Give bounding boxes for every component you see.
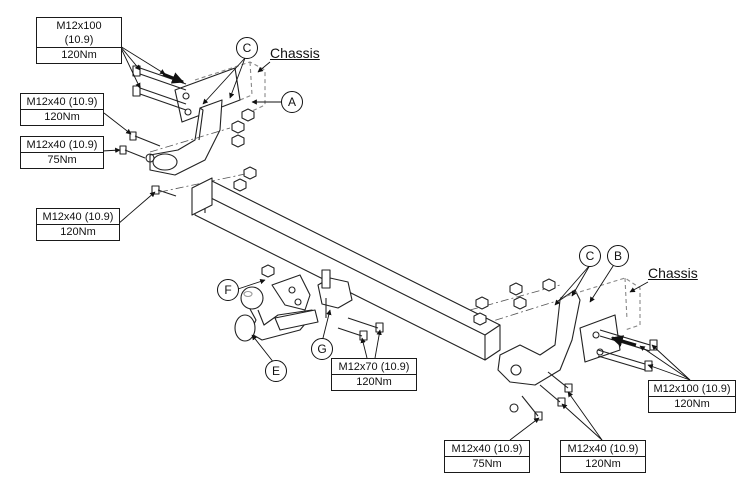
- callout-a: A: [281, 91, 303, 113]
- torque-value: 75Nm: [472, 458, 502, 470]
- callout-g: G: [311, 338, 333, 360]
- tow-ball: [234, 286, 319, 342]
- callout-b: B: [607, 245, 629, 267]
- torque-value: 120Nm: [44, 111, 80, 123]
- spec-box-bottom-middle: M12x40 (10.9) 75Nm: [444, 440, 530, 473]
- left-insert-arrow: [162, 72, 185, 84]
- torque-value: 120Nm: [61, 49, 97, 61]
- torque-value: 75Nm: [47, 154, 77, 166]
- chassis-left-outline: [194, 61, 266, 113]
- right-nuts: [473, 278, 556, 326]
- bolt-size: M12x100 (10.9): [649, 381, 735, 397]
- bolt-size: M12x40 (10.9): [445, 441, 529, 457]
- spec-box-left-lower: M12x40 (10.9) 120Nm: [36, 208, 120, 241]
- bolt-size: M12x40 (10.9): [21, 94, 103, 110]
- spec-box-top-left-long-bolts: M12x100 (10.9) 120Nm: [36, 17, 122, 64]
- spec-box-center-ball-bolts: M12x70 (10.9) 120Nm: [331, 358, 417, 391]
- left-nuts: [231, 108, 257, 192]
- left-side-bracket: [149, 99, 223, 176]
- right-long-bolts: [597, 329, 658, 372]
- callout-e: E: [265, 360, 287, 382]
- main-crossbar: [191, 177, 501, 361]
- torque-value: 120Nm: [60, 226, 96, 238]
- ball-mount-plate: [261, 264, 311, 311]
- chassis-label-right: Chassis: [648, 265, 698, 281]
- bolt-size: M12x100 (10.9): [37, 18, 121, 48]
- center-bolts: [337, 317, 384, 341]
- spec-box-left-upper: M12x40 (10.9) 120Nm: [20, 93, 104, 126]
- bolt-size: M12x40 (10.9): [561, 441, 645, 457]
- right-insert-arrow: [610, 335, 637, 347]
- socket-bracket: [317, 269, 353, 318]
- left-small-bolts: [119, 131, 177, 197]
- chassis-label-left: Chassis: [270, 45, 320, 61]
- torque-value: 120Nm: [674, 398, 710, 410]
- right-mounting-plate: [579, 314, 621, 363]
- torque-value: 120Nm: [585, 458, 621, 470]
- callout-c-left: C: [236, 37, 258, 59]
- callout-f: F: [217, 279, 239, 301]
- torque-value: 120Nm: [356, 376, 392, 388]
- right-small-bolts: [509, 371, 573, 421]
- bolt-size: M12x40 (10.9): [37, 209, 119, 225]
- chassis-right-outline: [559, 277, 641, 331]
- spec-box-right-long-bolts: M12x100 (10.9) 120Nm: [648, 380, 736, 413]
- bolt-size: M12x40 (10.9): [21, 137, 103, 153]
- spec-box-bottom-right: M12x40 (10.9) 120Nm: [560, 440, 646, 473]
- right-side-bracket: [497, 289, 581, 386]
- bolt-size: M12x70 (10.9): [332, 359, 416, 375]
- callout-c-right: C: [579, 245, 601, 267]
- spec-box-left-middle: M12x40 (10.9) 75Nm: [20, 136, 104, 169]
